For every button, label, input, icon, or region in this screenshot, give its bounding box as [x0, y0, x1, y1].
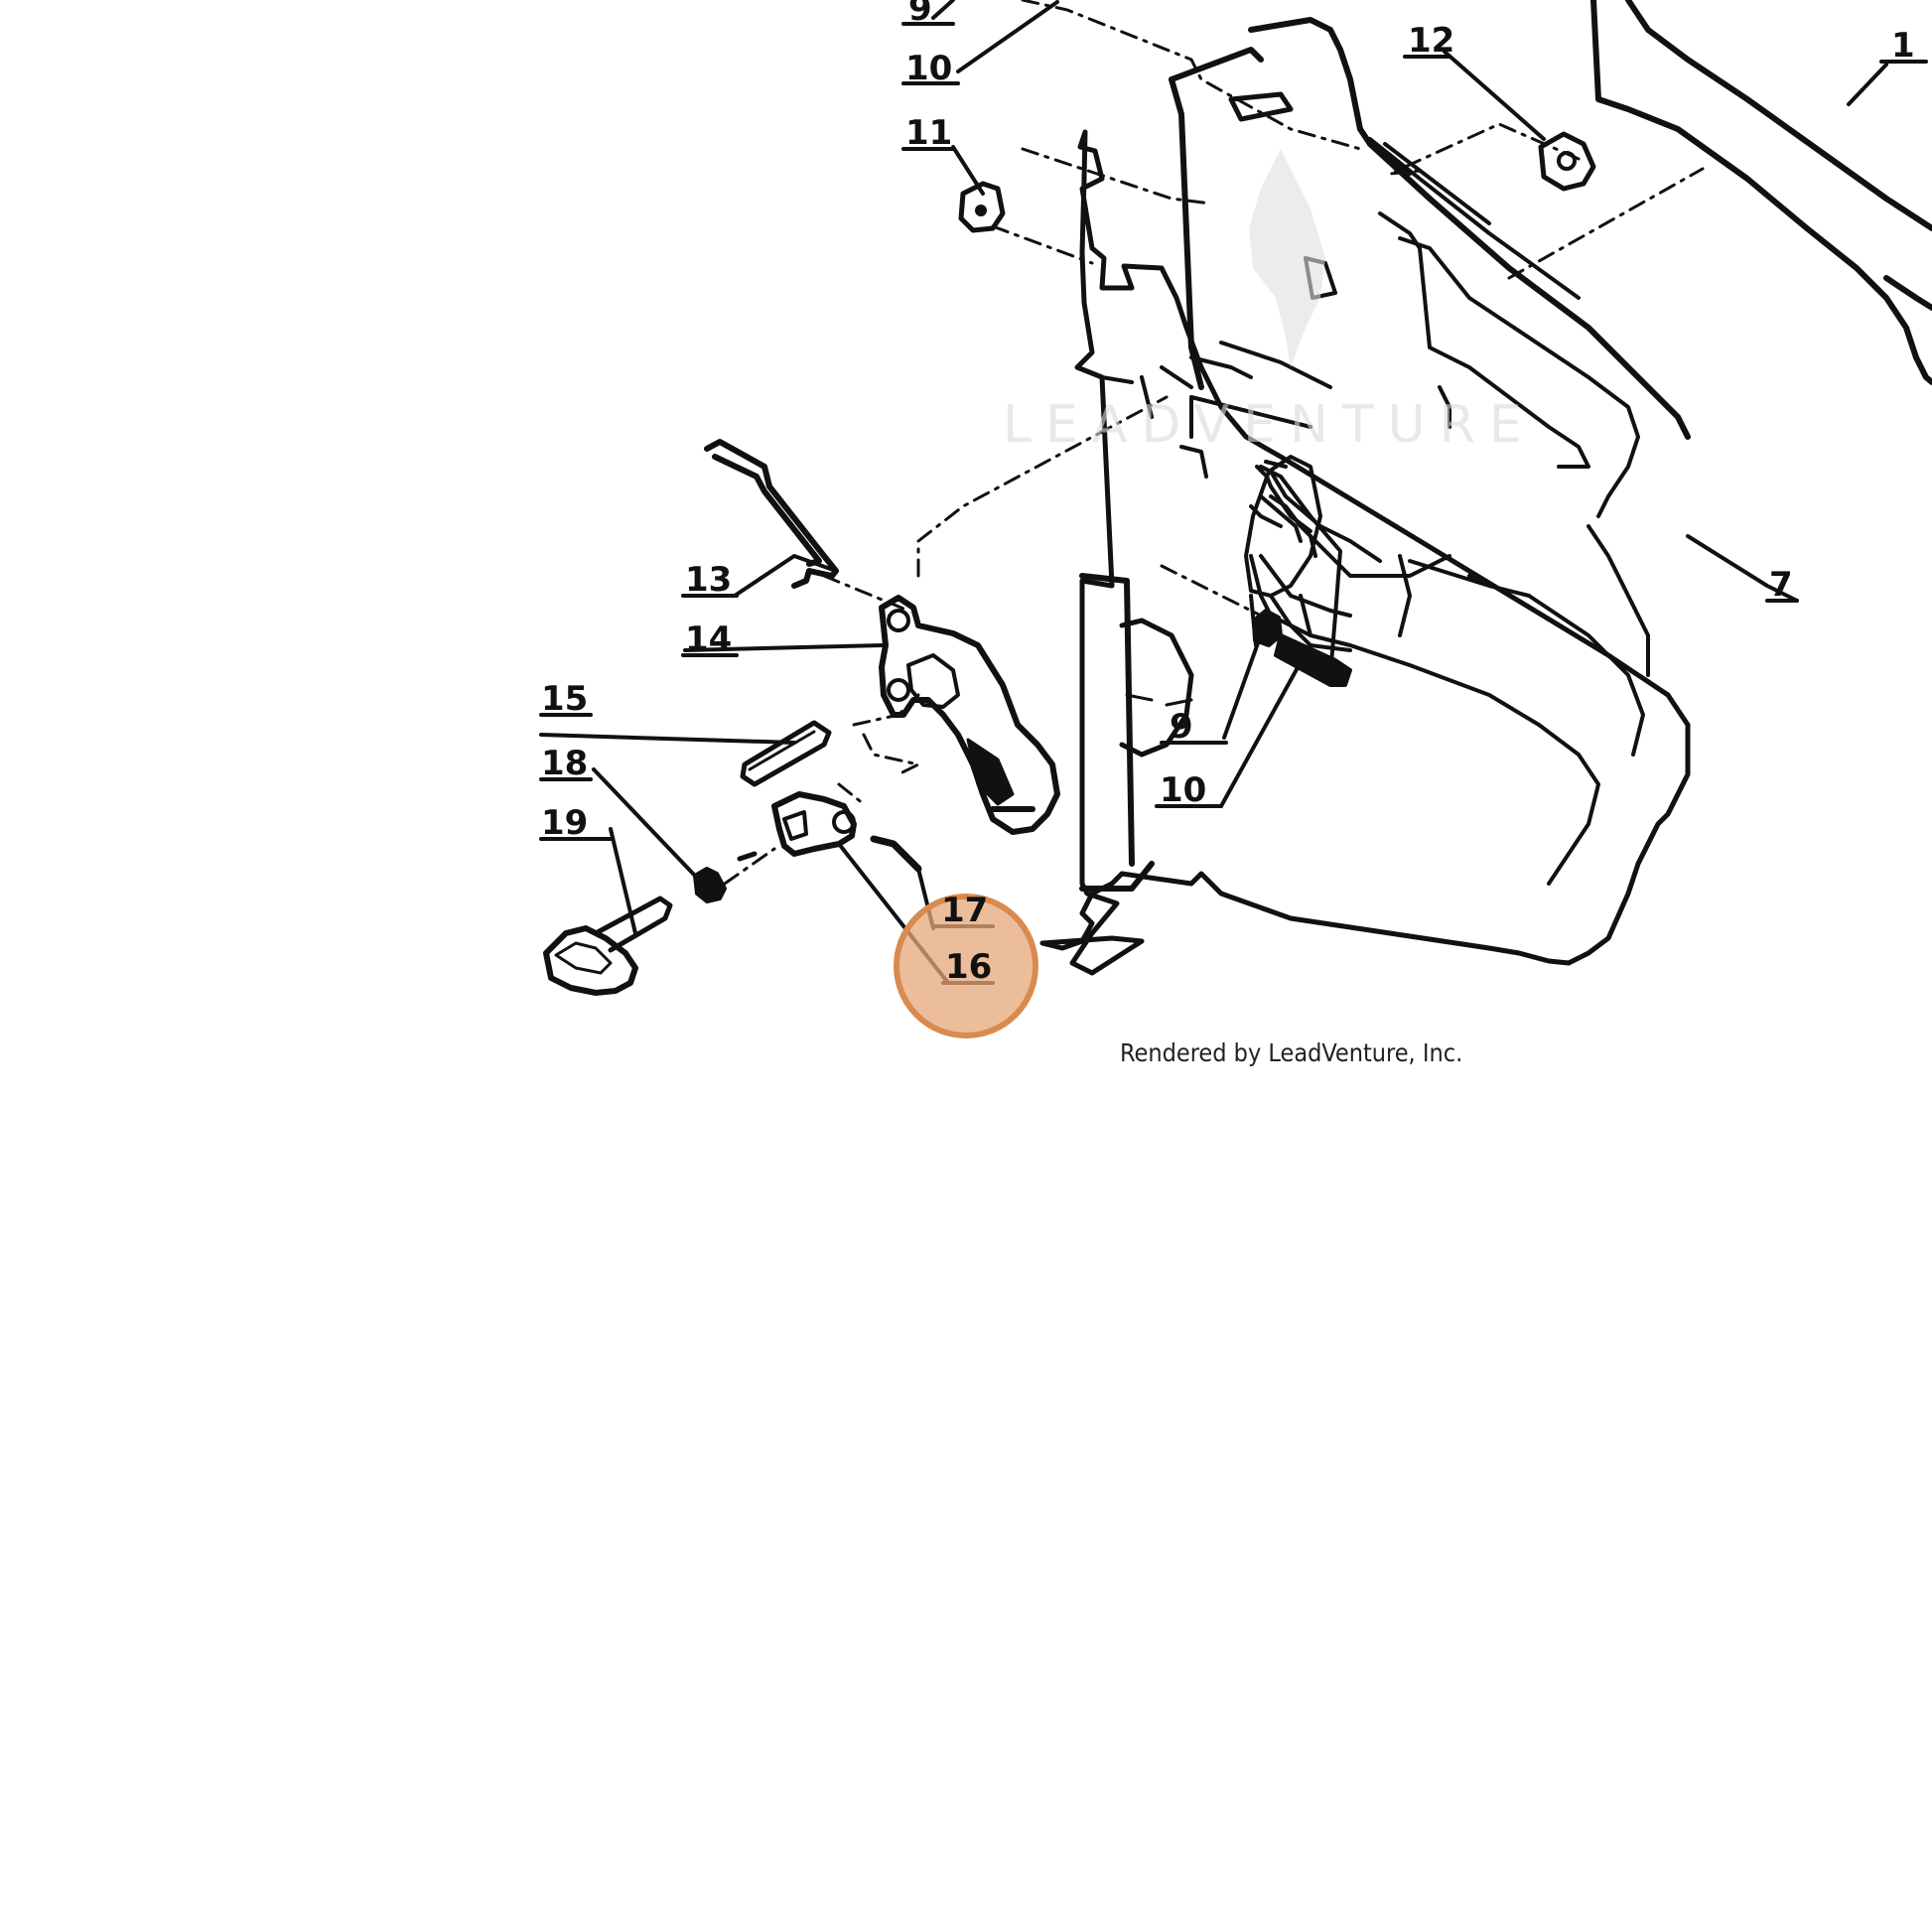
bolt-9 [1252, 609, 1352, 687]
watermark-text: LEADVENTURE [1003, 395, 1536, 455]
throttle-trigger-14 [879, 595, 1060, 835]
callout-1[interactable]: 1 [1891, 26, 1915, 66]
lockout-16 [771, 791, 857, 857]
callout-10-top[interactable]: 10 [905, 49, 952, 88]
right-shroud [1590, 0, 1932, 385]
callout-17[interactable]: 17 [941, 891, 988, 930]
callout-12[interactable]: 12 [1408, 21, 1454, 61]
flame-logo-icon [1249, 149, 1325, 367]
spring-18 [693, 851, 758, 903]
handle-housing [1039, 17, 1691, 976]
nut-12 [1538, 131, 1596, 192]
callout-7[interactable]: 7 [1769, 565, 1793, 605]
callout-labels: 9 10 11 12 1 13 14 15 18 19 17 16 7 9 10 [541, 0, 1915, 987]
callout-16[interactable]: 16 [945, 947, 992, 987]
callout-underlines [539, 22, 1928, 985]
callout-16-highlight[interactable] [894, 894, 1038, 1038]
leader-lines [539, 0, 1888, 985]
pin-17 [870, 835, 922, 873]
callout-14[interactable]: 14 [685, 620, 732, 659]
render-credit: Rendered by LeadVenture, Inc. [1120, 1038, 1463, 1067]
callout-9-bottom[interactable]: 9 [1170, 707, 1193, 747]
callout-15[interactable]: 15 [541, 679, 588, 719]
pin-15 [740, 720, 832, 787]
nut-11 [958, 181, 1006, 233]
callout-18[interactable]: 18 [541, 744, 588, 783]
callout-13[interactable]: 13 [685, 560, 732, 600]
callout-10-bottom[interactable]: 10 [1160, 770, 1206, 810]
callout-9-top[interactable]: 9 [908, 0, 932, 29]
leadventure-watermark: LEADVENTURE [1003, 149, 1536, 455]
assembly-lines [723, 0, 1705, 886]
callout-11[interactable]: 11 [905, 113, 952, 153]
button-19 [543, 896, 673, 996]
callout-19[interactable]: 19 [541, 803, 588, 843]
